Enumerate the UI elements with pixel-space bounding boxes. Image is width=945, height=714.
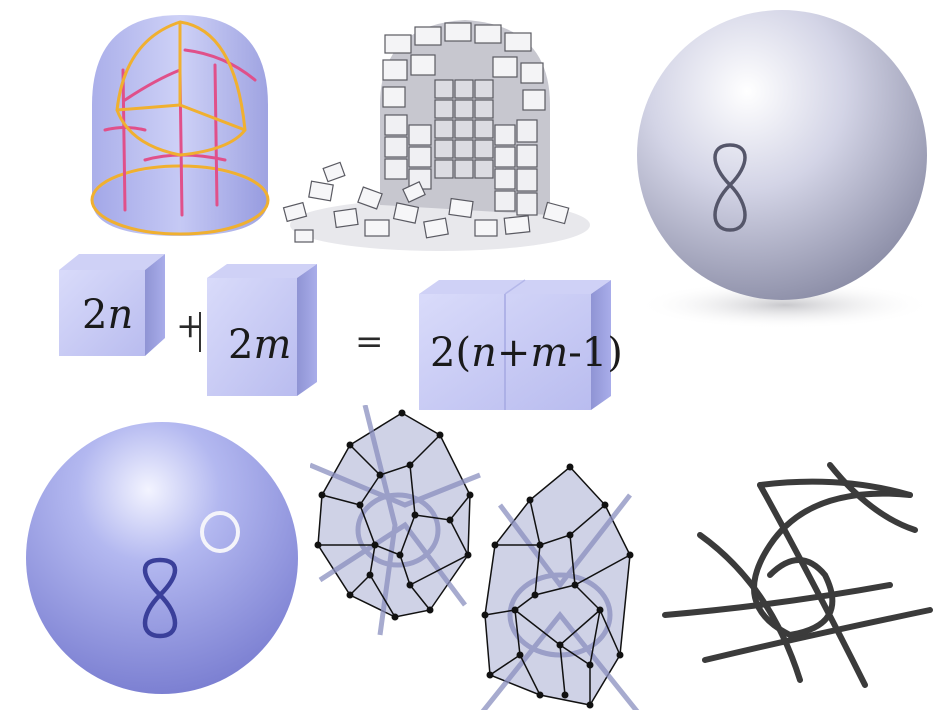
cube-2n [59, 254, 165, 356]
merged-cube [419, 279, 611, 410]
figure-eight-loop-icon [142, 557, 178, 639]
blue-sphere-figure [26, 422, 298, 694]
tube-curves-figure [662, 462, 933, 688]
circle-loop-icon [200, 511, 240, 553]
cube-2m-label: 2m [228, 322, 292, 368]
merged-cube-label: 2(n+m-1) [430, 330, 623, 376]
cut-line [199, 312, 201, 352]
equals-sign: = [355, 322, 384, 362]
cube-2n-label: 2n [82, 292, 134, 338]
cube-2m [207, 264, 317, 396]
block-igloo-figure [282, 20, 590, 251]
gray-sphere-figure [637, 10, 933, 329]
figure-eight-loop-icon [713, 143, 747, 232]
quad-mesh-figure [310, 405, 640, 710]
dome-frame-figure [90, 15, 270, 236]
